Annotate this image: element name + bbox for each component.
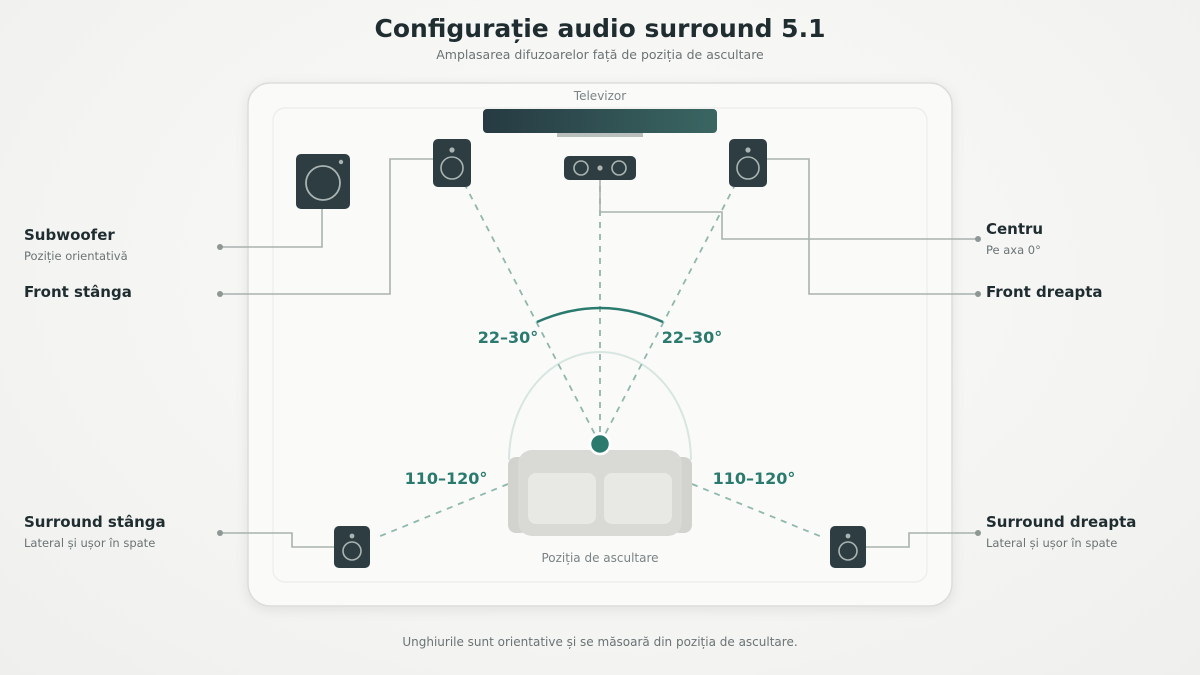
leader-surround-right (866, 530, 981, 548)
label-surround-right: Surround dreapta (986, 513, 1136, 531)
surround-right-speaker-icon (830, 526, 866, 568)
surround-left-speaker-icon (334, 526, 370, 568)
page-title: Configurație audio surround 5.1 (375, 14, 826, 43)
angle-surround-left: 110–120° (405, 469, 488, 488)
angle-surround-right: 110–120° (713, 469, 796, 488)
subwoofer-icon (296, 154, 350, 209)
label-surround-right-sub: Lateral și ușor în spate (986, 536, 1117, 550)
page-subtitle: Amplasarea difuzoarelor față de poziția … (436, 47, 764, 62)
angle-front-left: 22–30° (478, 328, 539, 347)
room-inner-outline (272, 107, 928, 583)
leader-surround-left (217, 530, 334, 548)
listening-arc (508, 351, 692, 461)
label-center-sub: Pe axa 0° (986, 243, 1041, 257)
tv-stand (557, 133, 643, 137)
front-right-speaker-icon (729, 139, 767, 187)
listener-dot (588, 432, 612, 456)
label-subwoofer-sub: Poziție orientativă (24, 249, 128, 263)
line-front-left (465, 186, 601, 445)
label-subwoofer: Subwoofer (24, 226, 115, 244)
tv-label: Televizor (573, 89, 626, 103)
tv-screen (483, 109, 717, 133)
label-front-right: Front dreapta (986, 283, 1103, 301)
sofa (508, 450, 692, 536)
listening-position-label: Poziția de ascultare (541, 551, 658, 565)
leader-front-right (767, 158, 981, 297)
leader-subwoofer (217, 209, 323, 250)
label-center: Centru (986, 220, 1043, 238)
label-surround-left: Surround stânga (24, 513, 166, 531)
label-surround-left-sub: Lateral și ușor în spate (24, 536, 155, 550)
center-speaker-icon (564, 156, 636, 180)
front-left-speaker-icon (433, 139, 471, 187)
leader-center (599, 180, 981, 242)
leader-front-left (217, 158, 433, 297)
line-front-right (599, 186, 735, 445)
label-front-left: Front stânga (24, 283, 132, 301)
footnote: Unghiurile sunt orientative și se măsoar… (402, 635, 797, 649)
angle-front-right: 22–30° (662, 328, 723, 347)
front-angle-arc (536, 306, 664, 324)
